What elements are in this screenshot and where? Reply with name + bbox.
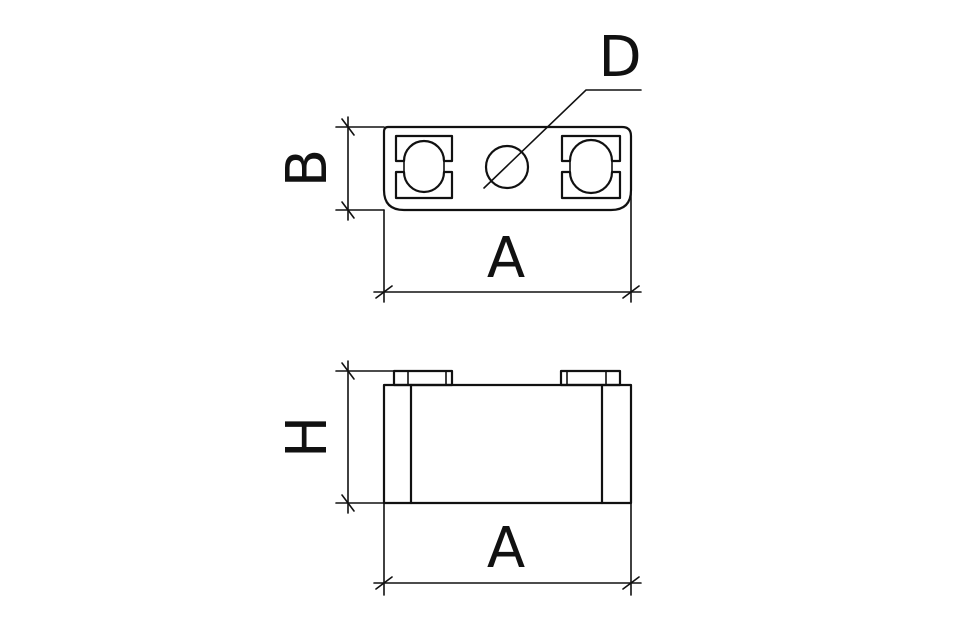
- width-dimension-label: A: [487, 226, 525, 291]
- height-dimension-label: H: [275, 416, 340, 458]
- left-pocket: [394, 134, 454, 163]
- hole-dimension-label: D: [598, 25, 641, 90]
- right-tab: [559, 369, 622, 387]
- top-view-outline: [382, 125, 633, 212]
- hole-leader-line: [483, 89, 642, 189]
- front-view-body: [382, 383, 633, 505]
- dimension-tick: [341, 494, 355, 512]
- left-tab: [392, 369, 454, 387]
- front-view: H A: [275, 360, 642, 596]
- dimension-tick: [622, 285, 640, 299]
- dimension-tick: [341, 201, 355, 219]
- dimension-tick: [622, 576, 640, 590]
- left-pocket-lower: [394, 170, 454, 200]
- dimension-tick: [341, 362, 355, 380]
- width-dimension-label: A: [487, 516, 525, 581]
- center-hole: [484, 144, 530, 190]
- top-view: D B A: [275, 25, 642, 303]
- depth-dimension-label: B: [275, 149, 340, 187]
- dimension-tick: [375, 285, 393, 299]
- right-pocket: [560, 134, 622, 163]
- right-pocket-lower: [560, 170, 622, 200]
- dimension-tick: [341, 118, 355, 136]
- dimension-tick: [375, 576, 393, 590]
